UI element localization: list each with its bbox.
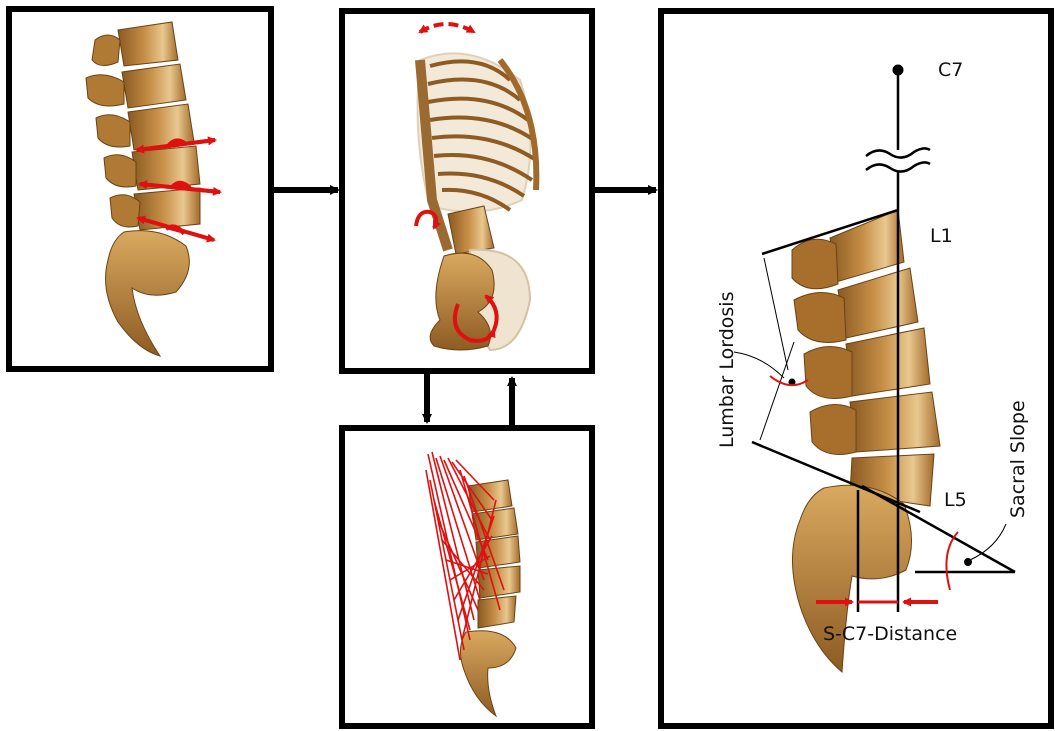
label-sacral-slope: Sacral Slope — [1007, 400, 1029, 518]
label-lumbar-lordosis: Lumbar Lordosis — [716, 292, 738, 448]
label-s-c7-distance: S-C7-Distance — [823, 623, 957, 645]
label-l5: L5 — [944, 489, 967, 511]
label-l1: L1 — [930, 225, 953, 247]
label-c7: C7 — [938, 59, 963, 81]
